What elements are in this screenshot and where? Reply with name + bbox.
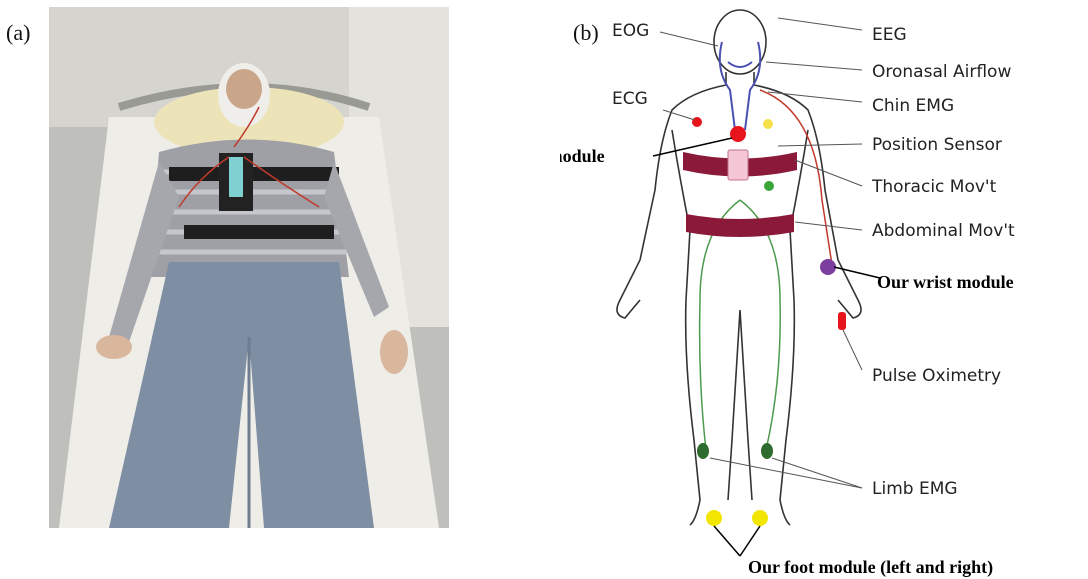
label-thoracic-movt: Thoracic Mov't	[871, 177, 997, 197]
position-sensor-box	[728, 150, 748, 180]
head-leads	[720, 42, 760, 130]
label-ecg: ECG	[612, 89, 648, 109]
ecg-electrode-green	[764, 181, 774, 191]
limb-emg-electrode-right	[761, 443, 773, 459]
label-foot-module: Our foot module (left and right)	[748, 557, 993, 578]
module-leader-lines	[653, 138, 880, 556]
pulse-oximeter	[838, 312, 846, 330]
ecg-electrode-yellow	[763, 119, 773, 129]
psg-diagram: EOG EEG Oronasal Airflow ECG Chin EMG Po…	[560, 0, 1088, 579]
label-eog: EOG	[612, 21, 649, 41]
leader-lines	[660, 18, 862, 488]
label-abdominal-movt: Abdominal Mov't	[872, 221, 1015, 241]
wrist-lead	[760, 90, 832, 265]
limb-emg-electrode-left	[697, 443, 709, 459]
foot-module-marker-left	[706, 510, 722, 526]
label-pulse-oximetry: Pulse Oximetry	[872, 366, 1001, 386]
panel-a-label: (a)	[6, 20, 30, 46]
abdominal-belt	[686, 214, 794, 237]
label-limb-emg: Limb EMG	[872, 479, 958, 499]
chest-module-marker	[730, 126, 746, 142]
limb-emg-leads	[700, 200, 781, 450]
label-wrist-module: Our wrist module	[877, 272, 1014, 292]
ecg-electrode-red	[692, 117, 702, 127]
label-chest-module: Our chest module	[560, 146, 605, 166]
foot-module-marker-right	[752, 510, 768, 526]
label-chin-emg: Chin EMG	[872, 96, 954, 116]
label-eeg: EEG	[872, 25, 907, 45]
label-oronasal-airflow: Oronasal Airflow	[872, 62, 1011, 82]
patient-photo	[49, 7, 449, 528]
wrist-module-marker	[820, 259, 836, 275]
label-position-sensor: Position Sensor	[872, 135, 1002, 155]
